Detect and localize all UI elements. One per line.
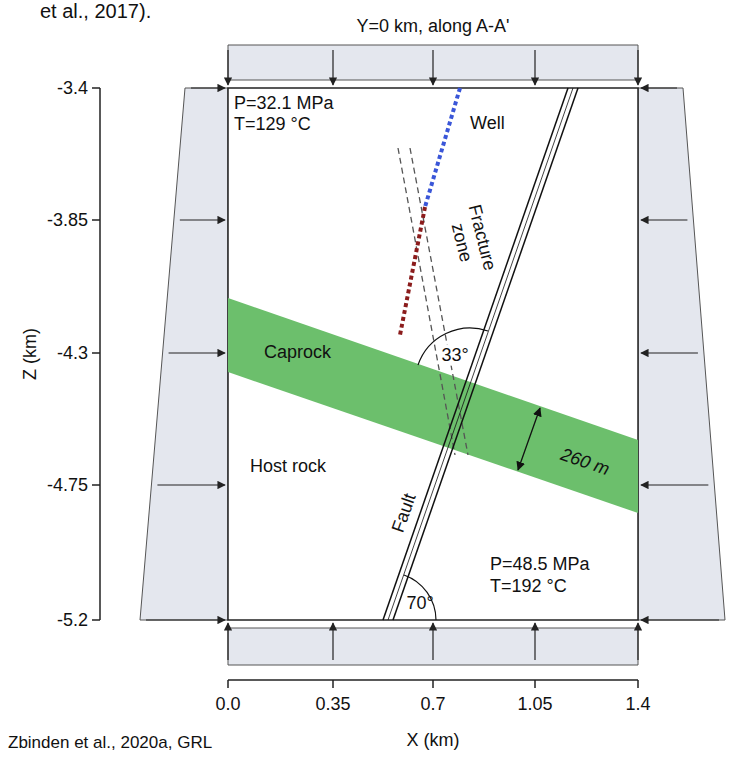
axis-title: Z (km) — [20, 328, 41, 380]
fracture-zone-line — [410, 148, 468, 455]
load-arrow — [169, 352, 225, 353]
fracture-zone-line — [398, 148, 455, 455]
layer-label: Caprock — [264, 342, 331, 363]
band-shape — [228, 298, 638, 513]
axis-tick — [432, 680, 434, 688]
load-arrows — [146, 50, 719, 660]
boundary-condition: P=48.5 MPa — [490, 554, 590, 575]
load-arrow — [534, 50, 535, 85]
figure-caption: Zbinden et al., 2020a, GRL — [8, 733, 212, 753]
z-axis — [99, 88, 101, 620]
axis-title: X (km) — [407, 730, 460, 751]
axis-tick-label: -4.75 — [47, 475, 88, 496]
caprock-band: Caprock — [228, 298, 638, 513]
x-axis — [228, 679, 638, 681]
load-arrow — [641, 619, 719, 620]
axis-tick-label: 0.0 — [215, 694, 240, 715]
boundary-condition: P=32.1 MPa — [234, 93, 334, 114]
boundary-condition: T=129 °C — [234, 114, 311, 135]
fault-line — [393, 88, 578, 620]
axis-tick-label: -3.4 — [57, 78, 88, 99]
axis-tick-label: 1.4 — [625, 694, 650, 715]
axis-tick — [92, 484, 100, 486]
axis-tick-label: -5.2 — [57, 610, 88, 631]
axis-tick — [92, 352, 100, 354]
boundary-condition: T=192 °C — [490, 576, 567, 597]
load-arrow — [432, 623, 433, 660]
fault-line — [383, 88, 568, 620]
load-arrow — [534, 623, 535, 660]
axis-tick — [534, 680, 536, 688]
axis-tick — [92, 619, 100, 621]
fault-label: Fault — [388, 491, 421, 536]
angle-arc — [404, 575, 436, 620]
load-arrow — [157, 484, 225, 485]
model-domain — [228, 88, 638, 620]
figure-title: Y=0 km, along A-A' — [356, 16, 509, 37]
load-arrow — [637, 50, 638, 85]
load-arrow — [227, 50, 228, 85]
load-arrow — [641, 484, 708, 485]
angle-arc — [418, 328, 488, 365]
layer-label: Host rock — [250, 456, 326, 477]
load-arrow — [641, 87, 677, 88]
top-load-panel — [228, 45, 638, 80]
load-arrow — [637, 623, 638, 660]
axis-tick — [227, 680, 229, 688]
left-load-panel — [140, 88, 228, 620]
axis-tick-label: 0.7 — [420, 694, 445, 715]
fault-line — [388, 88, 573, 620]
load-arrow — [146, 619, 225, 620]
axis-tick-label: 0.35 — [315, 694, 350, 715]
load-arrow — [332, 623, 333, 660]
well-upper — [425, 88, 460, 207]
axis-tick — [92, 87, 100, 89]
axis-ticks — [92, 88, 638, 688]
cut-off-text: et al., 2017). — [40, 0, 151, 23]
caprock-fill — [228, 298, 638, 513]
angle-label: 70° — [406, 593, 433, 614]
load-arrow — [641, 352, 698, 353]
load-arrow — [432, 50, 433, 85]
axis-tick-label: -3.85 — [47, 210, 88, 231]
axis-tick — [92, 219, 100, 221]
axis-tick — [332, 680, 334, 688]
load-arrow — [180, 219, 225, 220]
load-arrow — [191, 87, 225, 88]
axis-tick — [637, 680, 639, 688]
well-lower — [400, 207, 425, 335]
bottom-load-panel — [228, 628, 638, 665]
axis-tick-label: -4.3 — [57, 343, 88, 364]
load-arrow — [641, 219, 687, 220]
angle-label: 33° — [439, 345, 470, 366]
load-arrow — [332, 50, 333, 85]
fracture-zone-label: Fracture zone — [441, 190, 503, 289]
axis-tick-label: 1.05 — [517, 694, 552, 715]
right-load-panel — [638, 88, 725, 620]
thickness-arrow — [518, 408, 540, 470]
load-arrow — [227, 623, 228, 660]
well-label: Well — [470, 113, 505, 134]
